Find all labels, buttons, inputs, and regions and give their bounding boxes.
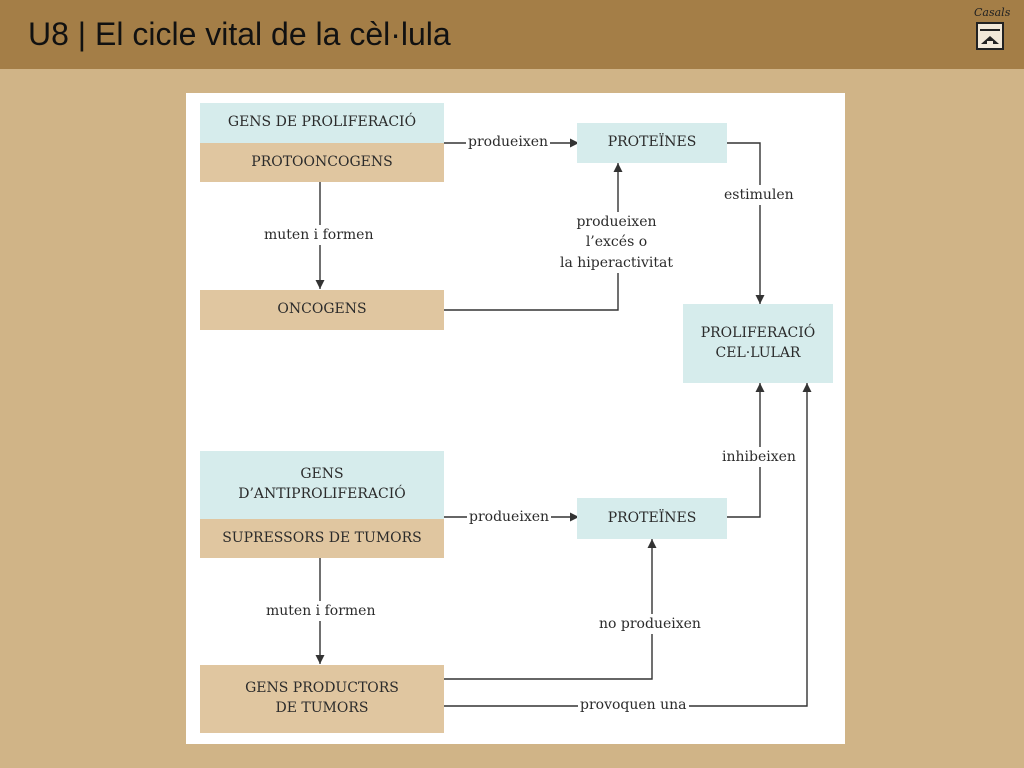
node-protooncogens: PROTOONCOGENS [200, 143, 444, 182]
arrow-provoquen [444, 383, 812, 707]
label-produeixen-top: produeixen [466, 132, 551, 153]
node-gens-productors-tumors: GENS PRODUCTORS DE TUMORS [200, 665, 444, 733]
node-productors-line1: GENS PRODUCTORS [245, 680, 399, 697]
node-proteines-bottom: PROTEÏNES [577, 498, 727, 539]
arrow-no-produeixen [444, 539, 657, 680]
logo-text: Casals [974, 6, 1011, 19]
node-gens-proliferacio: GENS DE PROLIFERACIÓ [200, 103, 444, 143]
label-estimulen: estimulen [722, 185, 796, 206]
label-muten-top: muten i formen [262, 225, 376, 246]
casals-logo: Casals [968, 6, 1012, 56]
label-no-produeixen: no produeixen [597, 614, 703, 635]
node-proliferacio-line1: PROLIFERACIÓ [700, 324, 816, 341]
node-proteines-top: PROTEÏNES [577, 123, 727, 163]
node-supressors-tumors: SUPRESSORS DE TUMORS [200, 519, 444, 558]
node-oncogens: ONCOGENS [200, 290, 444, 330]
slide-title: U8 | El cicle vital de la cèl·lula [28, 16, 451, 52]
label-exces: produeixen l’excés o la hiperactivitat [558, 212, 675, 273]
title-bar: U8 | El cicle vital de la cèl·lula Casal… [0, 0, 1024, 69]
node-antiprolif-line2: D’ANTIPROLIFERACIÓ [238, 486, 406, 502]
node-antiprolif-line1: GENS [300, 466, 344, 483]
label-muten-bottom: muten i formen [264, 601, 378, 622]
label-produeixen-bottom: produeixen [467, 507, 552, 528]
node-productors-line2: DE TUMORS [275, 700, 369, 716]
label-exces-line3: la hiperactivitat [560, 254, 673, 271]
label-exces-line2: l’excés o [585, 234, 648, 251]
arrow-estimulen [727, 142, 765, 304]
label-provoquen: provoquen una [578, 695, 689, 716]
node-gens-antiproliferacio: GENS D’ANTIPROLIFERACIÓ [200, 451, 444, 519]
node-proliferacio-cellular: PROLIFERACIÓ CEL·LULAR [683, 304, 833, 383]
arrow-inhibeixen [727, 383, 765, 518]
node-proliferacio-line2: CEL·LULAR [715, 344, 801, 361]
label-inhibeixen: inhibeixen [720, 447, 798, 468]
house-icon [976, 22, 1004, 50]
label-exces-line1: produeixen [576, 214, 657, 230]
diagram-panel: GENS DE PROLIFERACIÓ PROTOONCOGENS ONCOG… [186, 93, 845, 744]
